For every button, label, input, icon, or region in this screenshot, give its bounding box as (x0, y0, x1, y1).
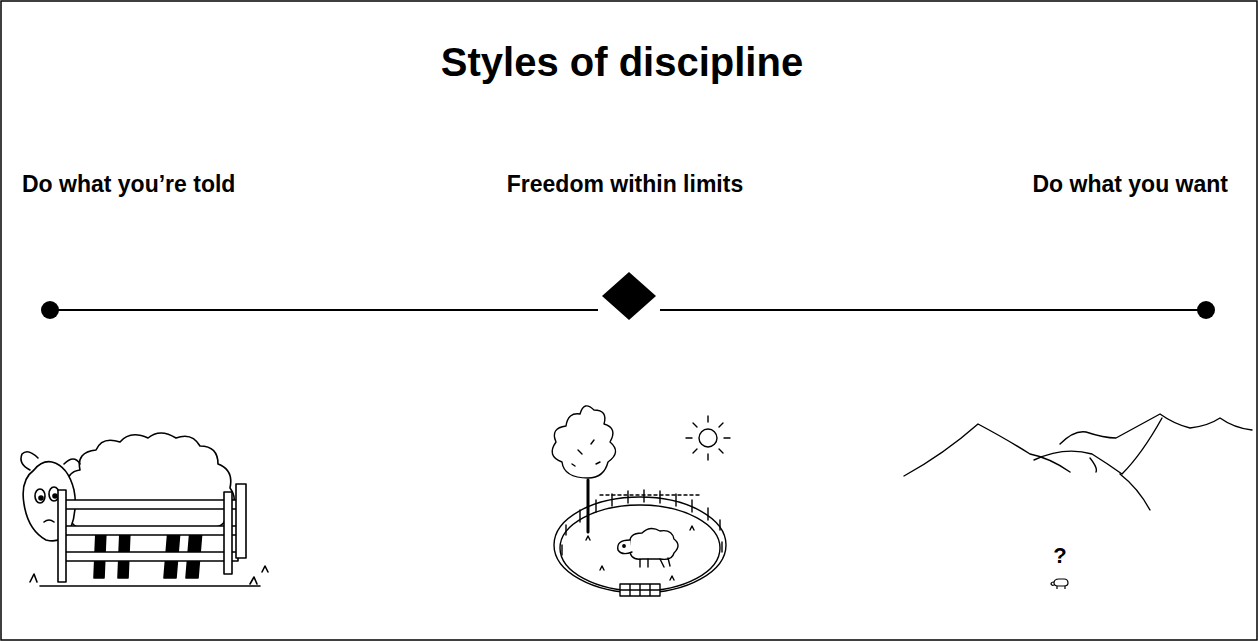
scale-end-label: Do what you want (1033, 171, 1229, 197)
sheep-at-gate (21, 433, 268, 586)
scale-line (41, 272, 1215, 320)
mountains (904, 414, 1252, 510)
title: Styles of discipline (441, 39, 803, 85)
scale-middle-label: Freedom within limits (507, 171, 743, 197)
scale-end-label: Do what you’re told (22, 171, 235, 197)
sheep-in-pen (552, 406, 730, 596)
question-mark: ? (1053, 543, 1066, 568)
tiny-sheep (1051, 579, 1068, 589)
